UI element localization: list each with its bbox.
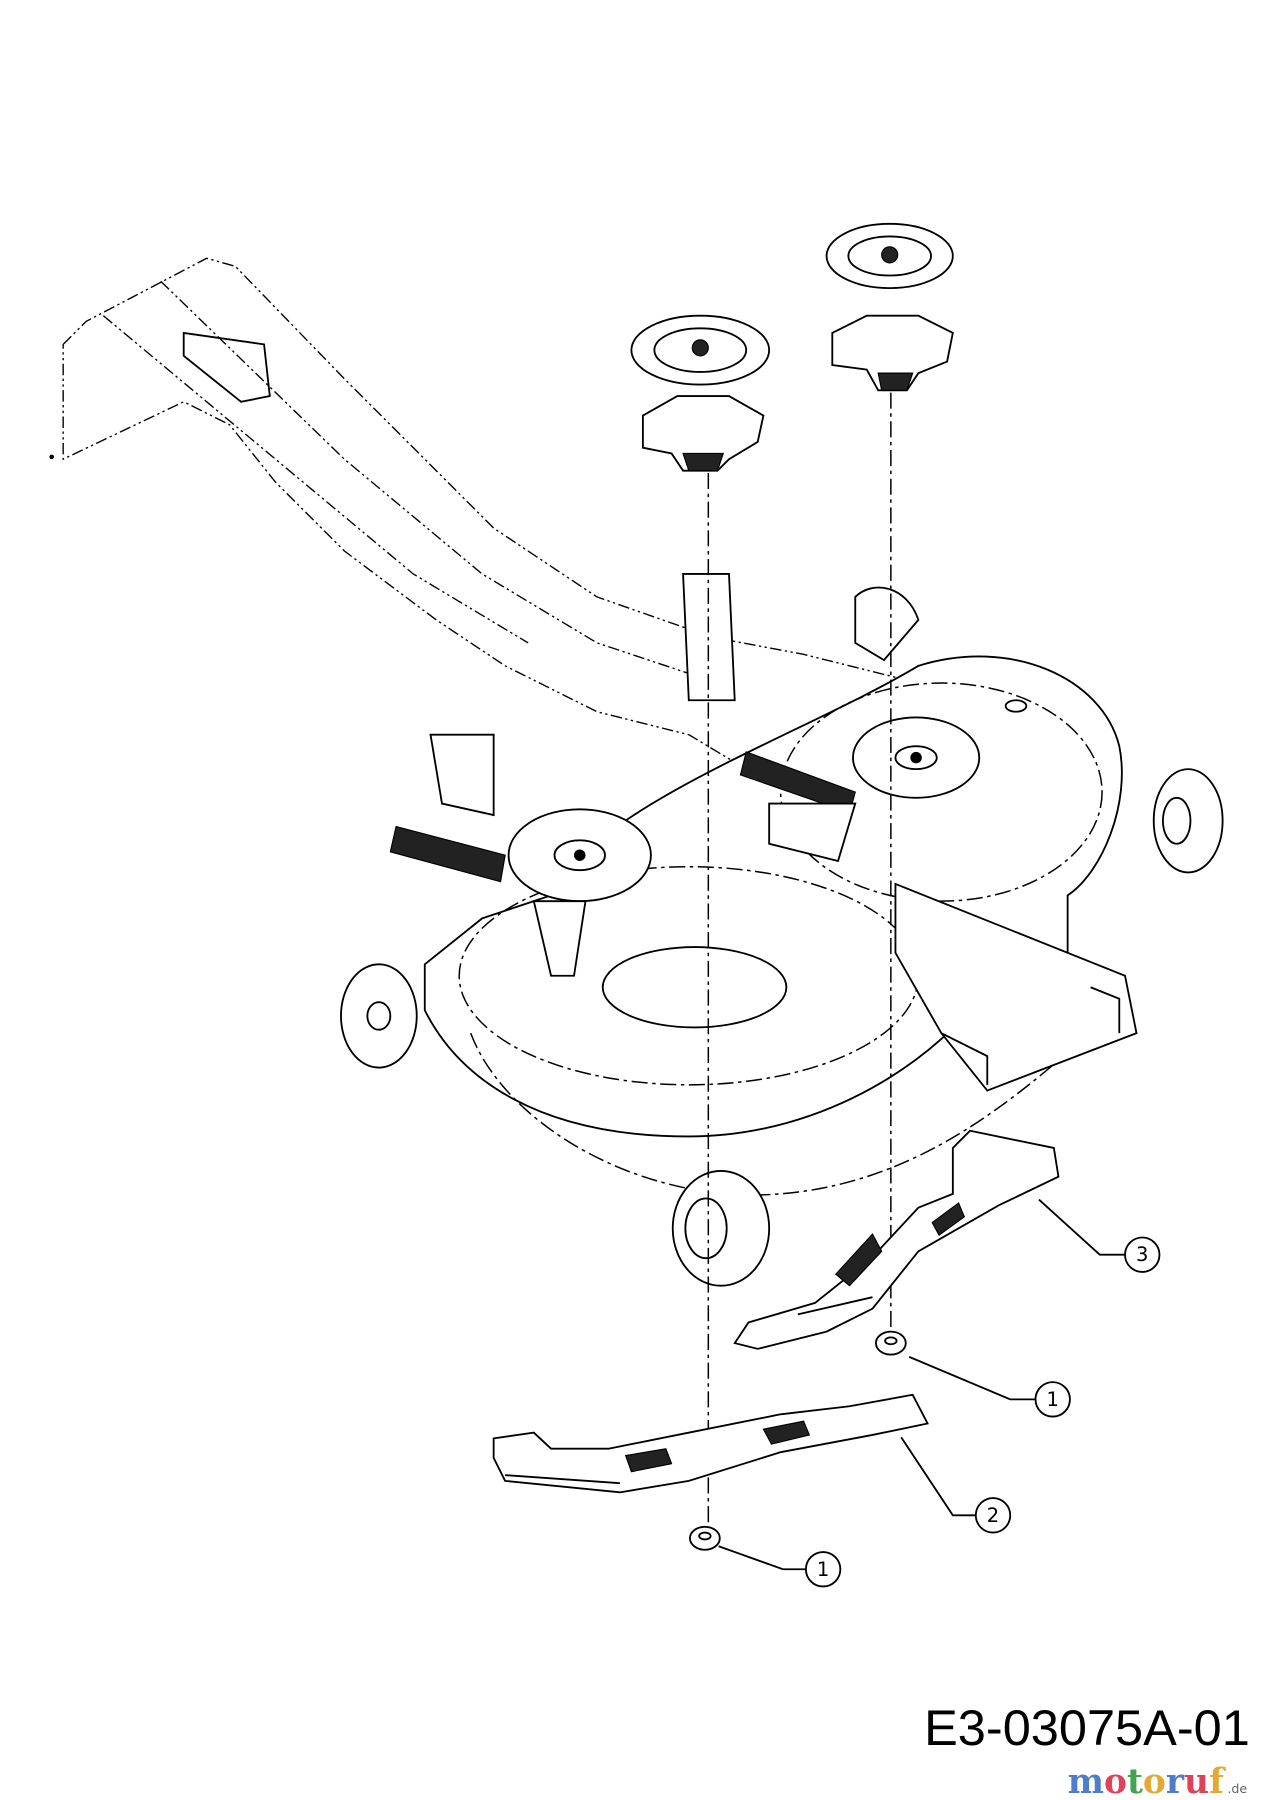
callout-3: 3 [1038,1198,1161,1273]
watermark-suffix: .de [1227,1781,1247,1796]
callout-2: 2 [900,1436,1012,1534]
callout-label: 2 [987,1504,999,1527]
callout-label: 1 [817,1558,829,1581]
nut-right [875,1330,907,1356]
callout-1-left: 1 [718,1545,842,1588]
watermark-letter: r [1166,1762,1185,1800]
tension-springs [389,573,857,883]
watermark-logo: motoruf .de [1068,1762,1248,1800]
watermark-letter: f [1209,1762,1226,1800]
nut-left [689,1525,721,1551]
spindle-assembly-left [630,314,771,472]
part-code: E3-03075A-01 [924,1699,1250,1756]
blade-right [733,1129,1060,1350]
watermark-letter: t [1127,1762,1143,1800]
spindle-assembly-right [825,222,954,392]
discharge-chute [49,257,943,805]
watermark-letter: o [1104,1762,1127,1800]
callout-1-right: 1 [908,1356,1071,1418]
watermark-letter: o [1143,1762,1166,1800]
deck-wheels [340,586,1224,1287]
blade-left [492,1393,929,1494]
watermark-letter: m [1068,1762,1104,1800]
callout-label: 1 [1046,1388,1058,1411]
mower-deck [423,655,1138,1196]
callout-label: 3 [1136,1243,1148,1266]
watermark-letter: u [1184,1762,1209,1800]
deck-pulleys [507,699,1028,977]
watermark-text: motoruf [1068,1762,1226,1800]
